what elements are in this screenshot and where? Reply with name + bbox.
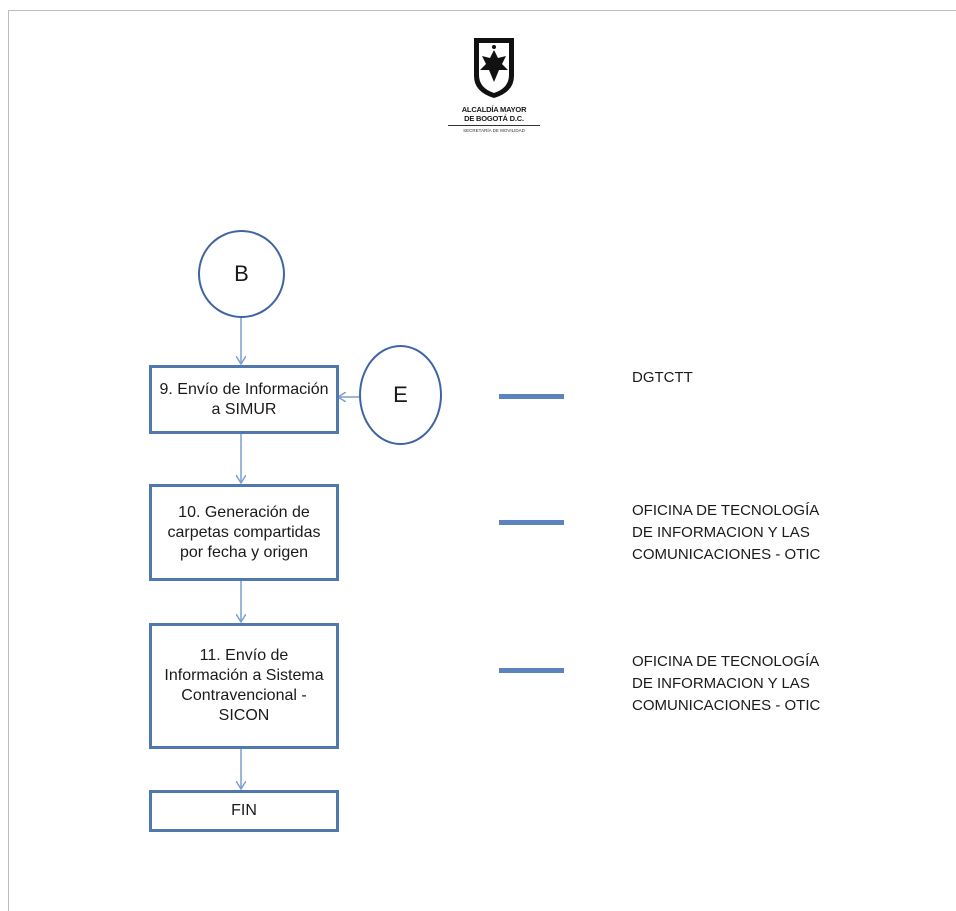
responsible-dash-9 — [499, 394, 564, 399]
responsible-dash-10 — [499, 520, 564, 525]
connector-e: E — [359, 345, 442, 445]
responsible-dash-11 — [499, 668, 564, 673]
step-9-box: 9. Envío de Información a SIMUR — [149, 365, 339, 434]
responsible-step-11: OFICINA DE TECNOLOGÍA DE INFORMACION Y L… — [632, 653, 821, 714]
end-box: FIN — [149, 790, 339, 832]
logo-divider — [448, 125, 540, 126]
step-10-box: 10. Generación de carpetas compartidas p… — [149, 484, 339, 581]
responsible-step-9: DGTCTT — [632, 369, 693, 386]
coat-of-arms-icon — [474, 38, 514, 98]
connector-b: B — [198, 230, 285, 318]
page-frame — [8, 10, 956, 911]
logo-line-3: SECRETARÍA DE MOVILIDAD — [463, 128, 525, 133]
logo: ALCALDÍA MAYOR DE BOGOTÁ D.C. SECRETARÍA… — [440, 36, 548, 134]
responsible-step-10: OFICINA DE TECNOLOGÍA DE INFORMACION Y L… — [632, 502, 821, 563]
step-11-box: 11. Envío de Información a Sistema Contr… — [149, 623, 339, 749]
logo-line-1: ALCALDÍA MAYOR — [461, 105, 527, 114]
logo-line-2: DE BOGOTÁ D.C. — [464, 114, 524, 123]
